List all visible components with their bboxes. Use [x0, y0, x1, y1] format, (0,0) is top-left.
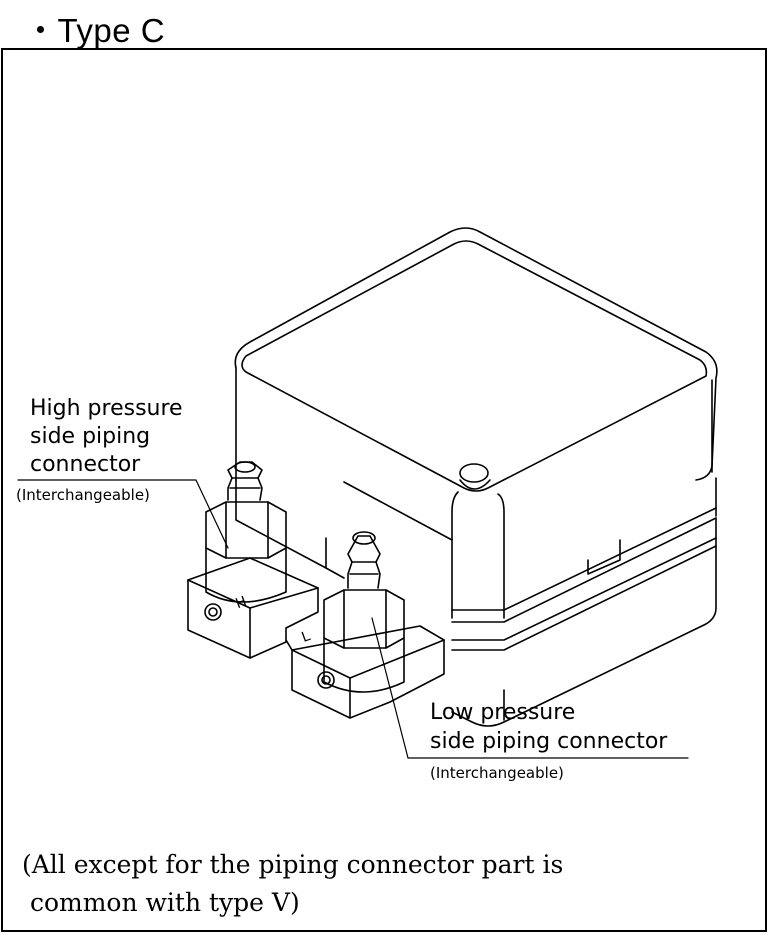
leader-lines: [17, 479, 689, 759]
enclosure-base: [235, 477, 717, 727]
drawing-frame: [1, 48, 767, 932]
fitting-low: [323, 531, 405, 693]
label-high-pressure-sub: (Interchangeable): [16, 486, 150, 504]
connector-block-high: [187, 557, 319, 659]
note-line2: common with type V): [22, 888, 300, 917]
note-line1: (All except for the piping connector par…: [22, 850, 564, 879]
connector-block-low: [285, 625, 445, 719]
label-low-pressure-sub: (Interchangeable): [430, 764, 564, 782]
label-high-pressure-line2: side piping: [30, 424, 151, 449]
enclosure-lid: [234, 227, 718, 619]
label-low-pressure-line1: Low pressure: [430, 700, 576, 725]
page-title: ・Type C: [24, 12, 166, 49]
label-low-pressure-line2: side piping connector: [430, 729, 668, 754]
label-high-pressure-line3: connector: [30, 452, 141, 477]
label-high-pressure-line1: High pressure: [30, 396, 183, 421]
fitting-high: [205, 461, 287, 603]
